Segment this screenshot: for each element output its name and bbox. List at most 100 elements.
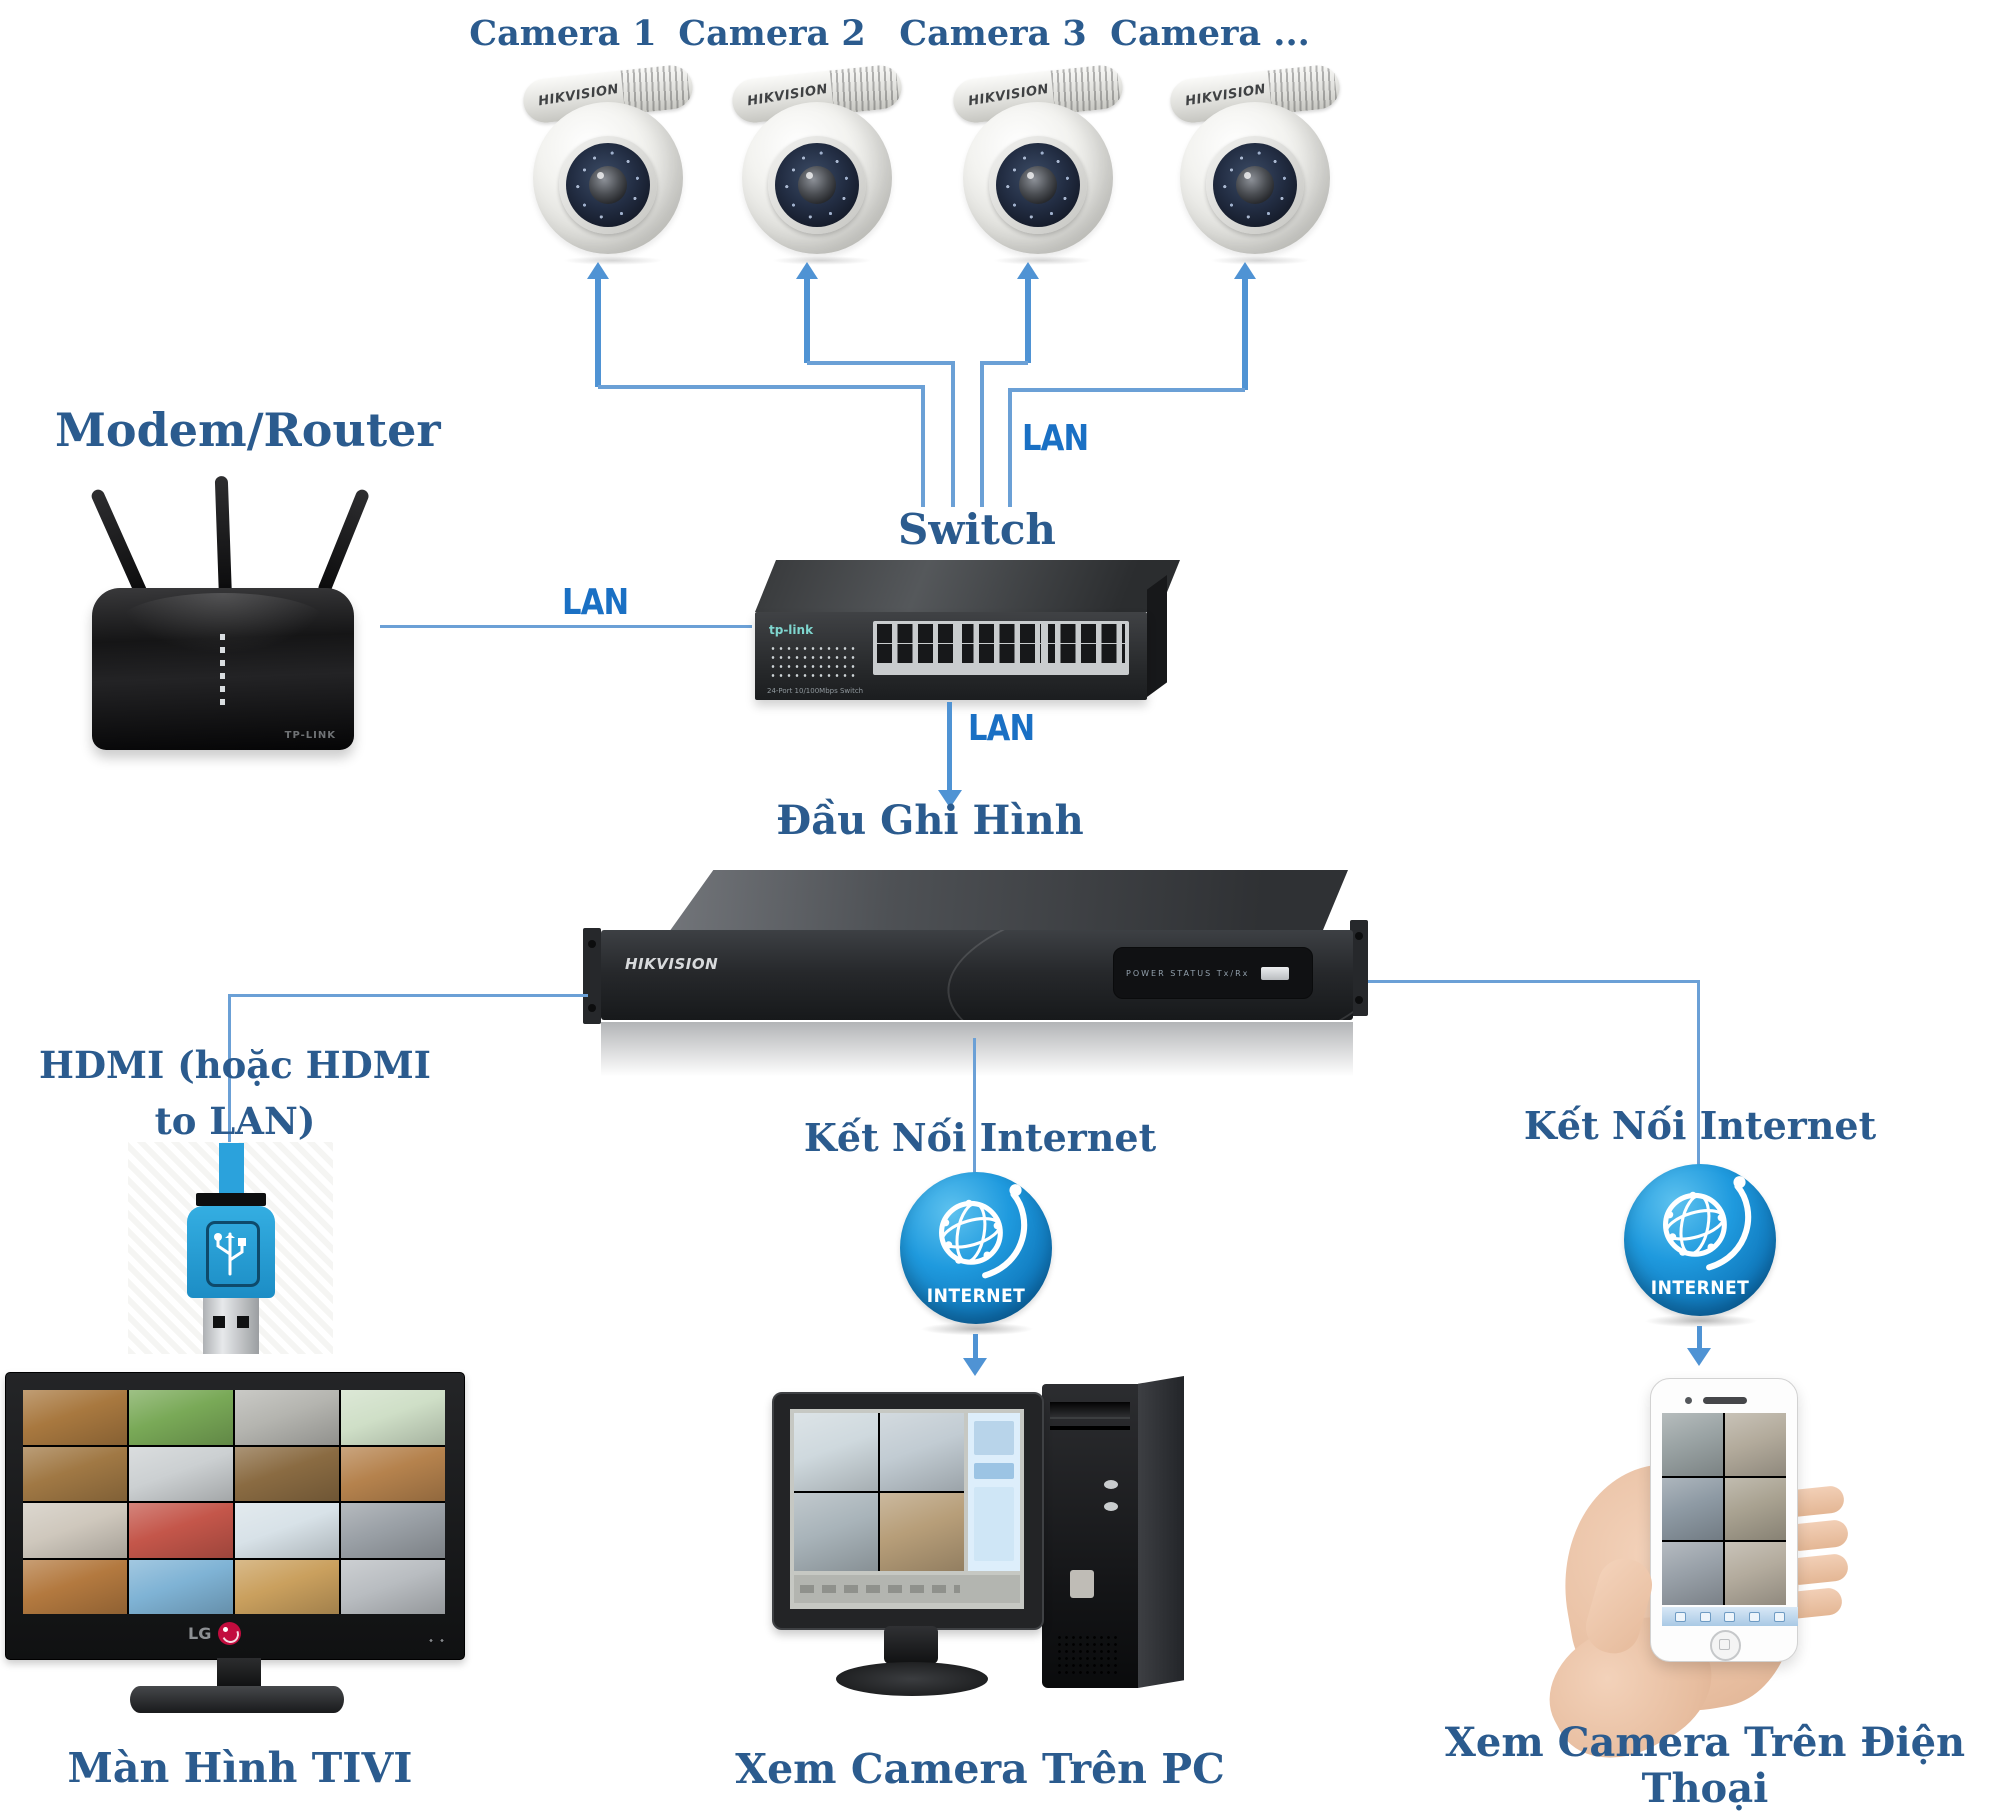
switch-brand-text: tp-link xyxy=(769,623,814,637)
video-tile xyxy=(1725,1542,1786,1605)
lan-line-router-switch xyxy=(380,625,752,628)
pc-connect-label: Kết Nối Internet xyxy=(803,1115,1157,1160)
usb-pin-hole xyxy=(237,1316,249,1328)
router-body: TP-LINK xyxy=(92,588,354,750)
arrow-to-camera-2 xyxy=(796,262,818,279)
tower-logo-sticker xyxy=(1070,1570,1094,1598)
tower-vents xyxy=(1056,1634,1120,1674)
video-tile xyxy=(23,1559,127,1614)
pc-app-toolbar xyxy=(794,1575,1020,1603)
switch-label: Switch xyxy=(898,505,1056,554)
video-tile xyxy=(341,1390,445,1445)
arrow-to-camera-4 xyxy=(1234,262,1256,279)
camera-3-cable xyxy=(1025,278,1031,363)
internet-icon-text: INTERNET xyxy=(1650,1277,1750,1299)
lan-label-middle: LAN xyxy=(968,708,1035,749)
camera-2-label: Camera 2 xyxy=(678,13,866,54)
optical-drive xyxy=(1050,1402,1130,1419)
hdmi-line-horizontal xyxy=(228,994,588,997)
globe-network-icon xyxy=(939,1184,1028,1279)
usb-plug-icon xyxy=(187,1206,275,1298)
usb-trident-icon xyxy=(214,1232,246,1276)
internet-line-pc xyxy=(973,1038,976,1174)
router-led-strip xyxy=(220,634,225,708)
internet-icon-phone: INTERNET xyxy=(1624,1164,1776,1316)
video-tile xyxy=(1662,1542,1723,1605)
camera-2-drop-line xyxy=(951,361,955,507)
arrow-to-phone xyxy=(1687,1348,1711,1366)
phone-app-toolbar xyxy=(1662,1607,1798,1626)
router-label: Modem/Router xyxy=(55,403,441,457)
dvr-reflection xyxy=(601,1022,1353,1086)
video-tile xyxy=(129,1503,233,1558)
camera-1-cable xyxy=(595,278,601,387)
monitor-stand-base xyxy=(836,1662,988,1696)
lg-logo-icon xyxy=(218,1622,242,1645)
tv-indicator-leds xyxy=(428,1638,446,1643)
hdmi-label-line2: to LAN) xyxy=(154,1099,316,1143)
lan-label-left: LAN xyxy=(562,582,629,623)
pc-tower-side xyxy=(1138,1376,1184,1688)
dvr-bracket-left xyxy=(583,928,601,1024)
pc-tower-front xyxy=(1042,1384,1138,1688)
camera-4: HIKVISION xyxy=(1160,60,1350,265)
internet-line-phone-horizontal xyxy=(1368,980,1700,983)
router-brand-text: TP-LINK xyxy=(284,730,336,741)
phone-home-button xyxy=(1710,1630,1741,1661)
pc-app-sidebar xyxy=(968,1413,1020,1571)
video-tile xyxy=(341,1503,445,1558)
switch-side-face xyxy=(1147,575,1167,697)
sidebar-widget xyxy=(974,1463,1014,1479)
toolbar-icon xyxy=(1749,1611,1761,1622)
video-tile xyxy=(23,1390,127,1445)
video-tile xyxy=(794,1493,878,1571)
reset-button xyxy=(1104,1502,1118,1511)
internet-icon-shadow xyxy=(916,1322,1038,1336)
dvr-led-panel: POWER STATUS Tx/Rx xyxy=(1113,947,1313,999)
lan-line-switch-dvr xyxy=(947,702,952,790)
camera-2: HIKVISION xyxy=(722,60,912,265)
switch-port-row xyxy=(877,644,1125,663)
dvr-led-text: POWER STATUS Tx/Rx xyxy=(1126,968,1250,978)
video-tile xyxy=(129,1446,233,1501)
camera-shadow xyxy=(772,256,872,265)
arrow-to-camera-1 xyxy=(587,262,609,279)
internet-line-phone-vertical xyxy=(1697,980,1700,1168)
usb-collar xyxy=(196,1193,266,1206)
video-tile xyxy=(23,1446,127,1501)
camera-4-cable xyxy=(1242,278,1248,390)
video-tile xyxy=(880,1493,964,1571)
hdmi-label-line1: HDMI (hoặc HDMI xyxy=(39,1043,431,1087)
switch-model-text: 24-Port 10/100Mbps Switch xyxy=(767,687,864,695)
switch-led-matrix xyxy=(769,644,855,680)
phone-label: Xem Camera Trên Điện Thoại xyxy=(1444,1719,1966,1812)
usb-port-icon xyxy=(1261,966,1290,980)
power-button xyxy=(1104,1480,1118,1489)
switch-front-panel: tp-link 24-Port 10/100Mbps Switch xyxy=(755,612,1147,700)
video-tile xyxy=(880,1413,964,1491)
smartphone xyxy=(1650,1378,1798,1662)
toolbar-icon xyxy=(1774,1611,1786,1622)
toolbar-icon xyxy=(1674,1611,1686,1622)
video-tile xyxy=(341,1446,445,1501)
phone-connect-label: Kết Nối Internet xyxy=(1523,1103,1877,1148)
video-tile xyxy=(235,1559,339,1614)
camera-4-label: Camera ... xyxy=(1110,13,1310,54)
lan-label-top: LAN xyxy=(1022,418,1089,459)
switch-top-face xyxy=(755,560,1181,612)
video-tile xyxy=(235,1503,339,1558)
video-tile xyxy=(23,1503,127,1558)
camera-3: HIKVISION xyxy=(943,60,1133,265)
pc-monitor xyxy=(772,1392,1044,1630)
router-antenna-left xyxy=(89,487,150,601)
video-tile xyxy=(129,1390,233,1445)
dvr-bracket-right xyxy=(1350,920,1368,1016)
camera-shadow xyxy=(993,256,1093,265)
camera-lens xyxy=(589,166,627,204)
video-tile xyxy=(1725,1413,1786,1476)
camera-lens xyxy=(1236,166,1274,204)
camera-1-bus-line xyxy=(598,385,925,389)
toolbar-icon xyxy=(1699,1611,1711,1622)
drive-slot xyxy=(1050,1426,1130,1430)
pc-label: Xem Camera Trên PC xyxy=(735,1745,1225,1793)
